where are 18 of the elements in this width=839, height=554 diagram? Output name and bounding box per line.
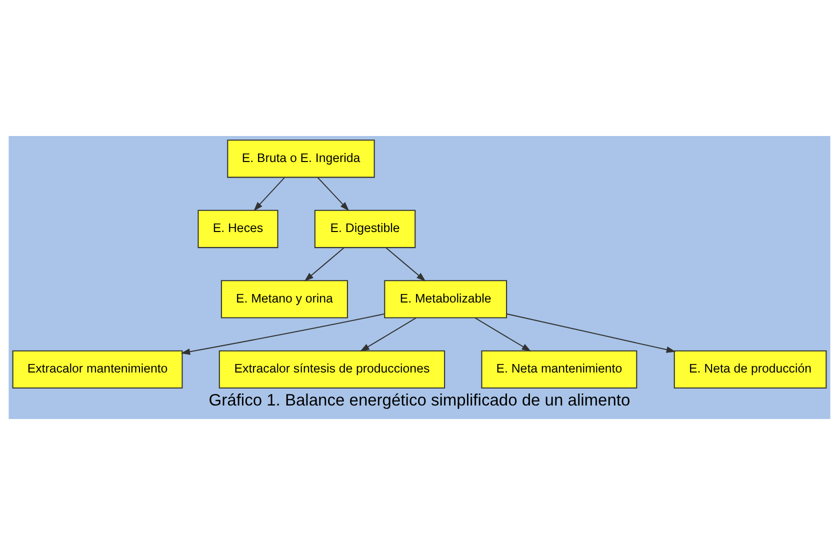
node-box: Extracalor síntesis de producciones	[218, 350, 446, 388]
node-box: E. Bruta o E. Ingerida	[227, 139, 375, 178]
arrow	[360, 317, 416, 352]
arrow	[254, 176, 285, 211]
node-box: E. Metabolizable	[384, 280, 508, 318]
node-box: E. Heces	[198, 209, 278, 248]
arrow	[474, 317, 532, 352]
node-box: E. Neta mantenimiento	[481, 350, 638, 388]
node-box: E. Neta de producción	[674, 350, 827, 388]
arrow	[386, 247, 426, 281]
node-box: E. Digestible	[314, 209, 416, 248]
arrow	[317, 176, 350, 211]
caption: Gráfico 1. Balance energético simplificado de un alimento	[208, 390, 630, 409]
node-box: Extracalor mantenimiento	[12, 350, 183, 388]
arrow	[180, 312, 385, 354]
node-box: E. Metano y orina	[220, 280, 348, 318]
arrow	[304, 247, 344, 281]
arrow	[506, 312, 676, 352]
